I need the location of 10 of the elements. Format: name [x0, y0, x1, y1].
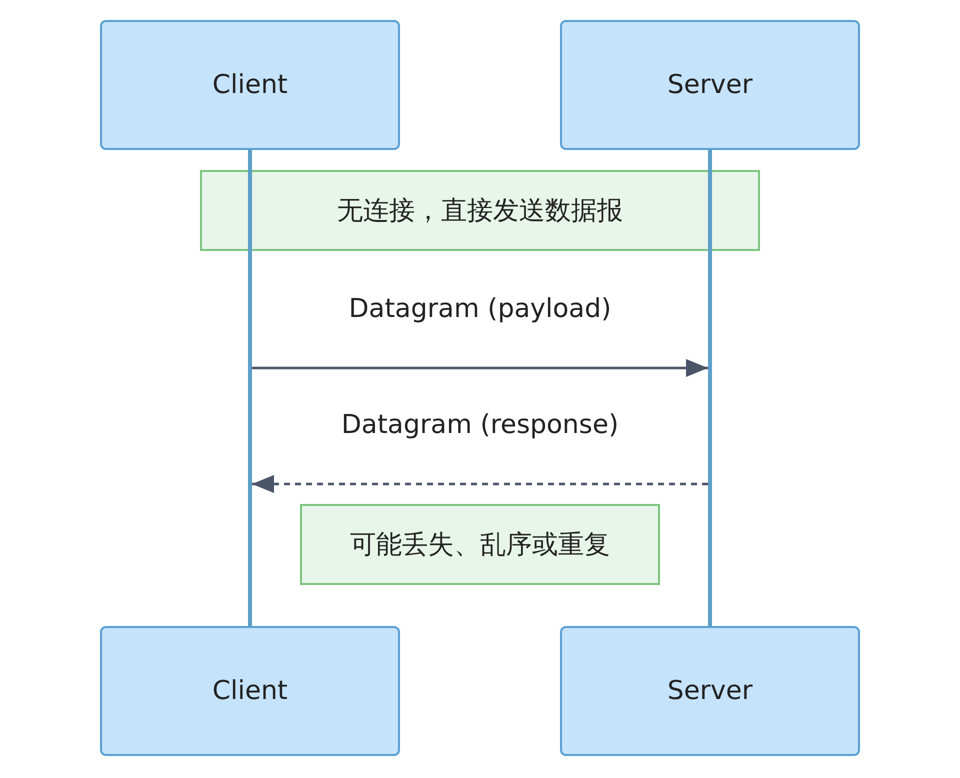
- participant-box: Client: [100, 20, 400, 150]
- lifeline: [248, 150, 252, 626]
- participant-box: Server: [560, 626, 860, 756]
- participant-box: Server: [560, 20, 860, 150]
- message-arrow: [252, 475, 708, 493]
- note-box: 可能丢失、乱序或重复: [300, 504, 660, 585]
- lifeline: [708, 150, 712, 626]
- message-arrow: [252, 359, 708, 377]
- note-box: 无连接，直接发送数据报: [200, 170, 760, 251]
- participant-box: Client: [100, 626, 400, 756]
